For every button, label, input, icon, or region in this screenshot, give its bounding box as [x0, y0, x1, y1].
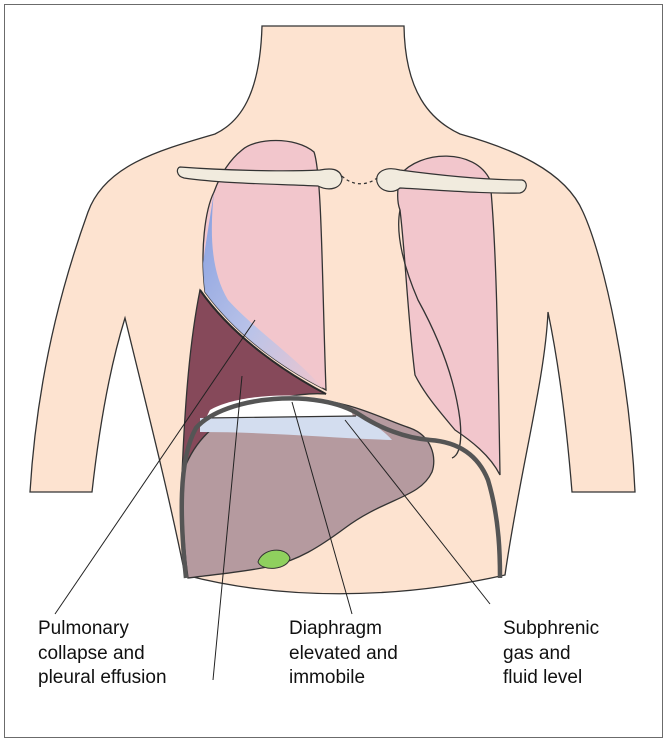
label-diaphragm-elevated: Diaphragm elevated and immobile [289, 617, 398, 691]
label-subphrenic-gas: Subphrenic gas and fluid level [503, 617, 599, 691]
label-pulmonary-collapse-pleural-effusion: Pulmonary collapse and pleural effusion [38, 617, 167, 691]
